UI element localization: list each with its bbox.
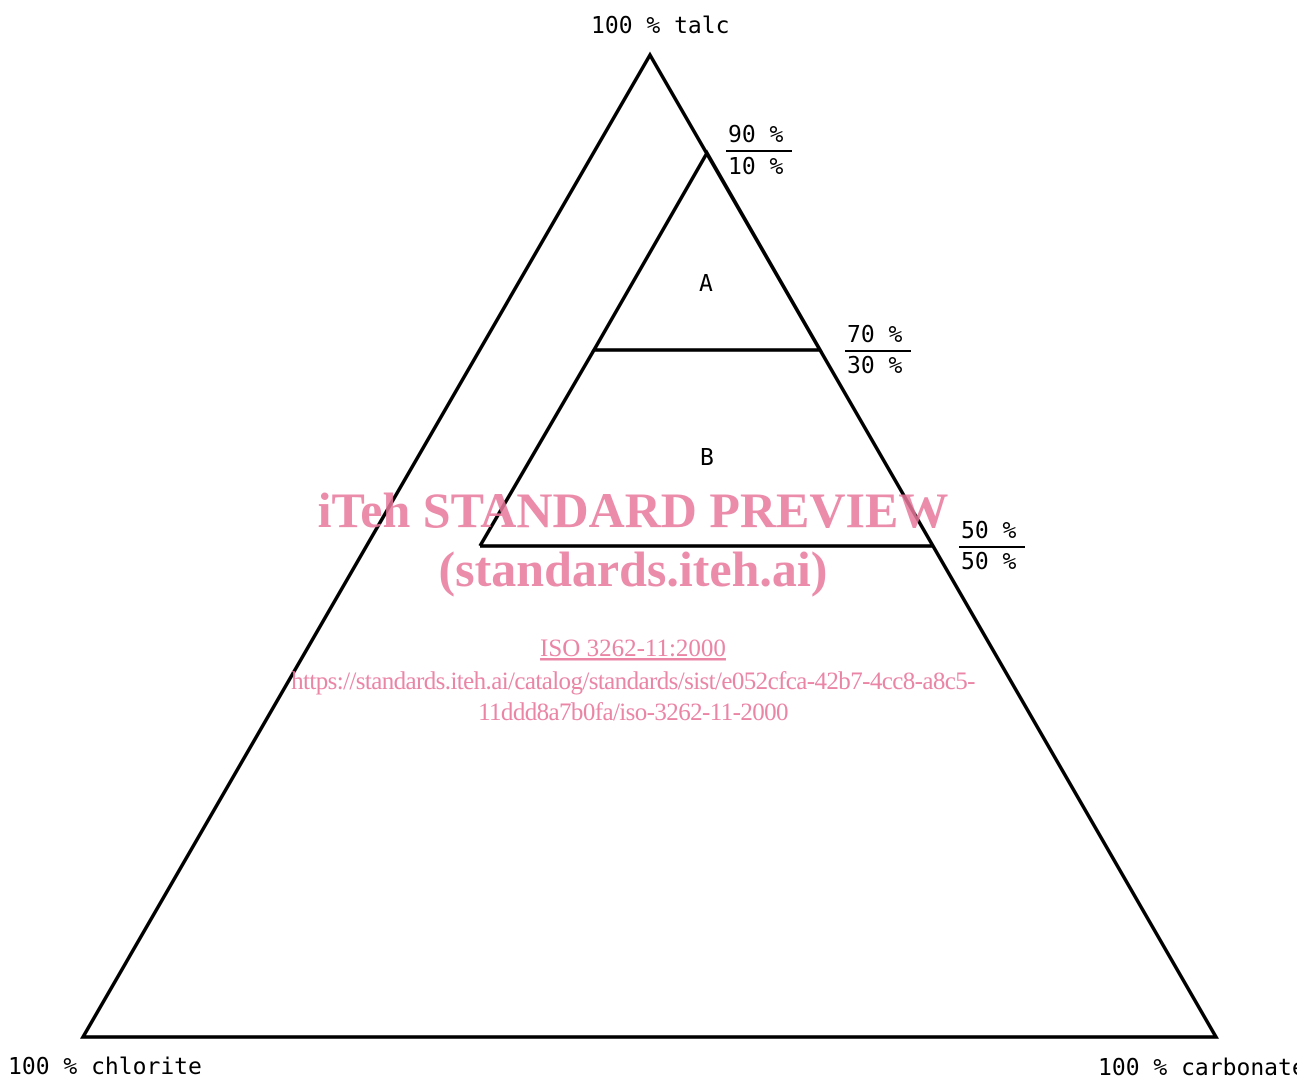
vertex-label-chlorite: 100 % chlorite bbox=[8, 1054, 202, 1078]
watermark-url-line2: 11ddd8a7b0fa/iso-3262-11-2000 bbox=[478, 699, 788, 726]
ratio-label-50-50: 50 % 50 % bbox=[959, 518, 1025, 575]
watermark: iTeh STANDARD PREVIEW (standards.iteh.ai… bbox=[291, 482, 976, 726]
region-a-triangle bbox=[590, 149, 824, 352]
ratio-upper: 50 % bbox=[961, 518, 1017, 544]
watermark-url-line1: https://standards.iteh.ai/catalog/standa… bbox=[291, 668, 975, 695]
region-label-a: A bbox=[699, 271, 713, 297]
ratio-lower: 50 % bbox=[961, 549, 1017, 575]
watermark-standard-link[interactable]: ISO 3262-11:2000 bbox=[540, 635, 726, 662]
ratio-lower: 10 % bbox=[728, 154, 784, 180]
ratio-lower: 30 % bbox=[847, 353, 903, 379]
region-label-b: B bbox=[700, 445, 714, 471]
ratio-upper: 70 % bbox=[847, 322, 903, 348]
ratio-label-70-30: 70 % 30 % bbox=[845, 322, 911, 379]
watermark-title: iTeh STANDARD PREVIEW bbox=[318, 482, 949, 538]
ratio-upper: 90 % bbox=[728, 122, 784, 148]
vertex-label-carbonate: 100 % carbonate bbox=[1098, 1055, 1297, 1078]
vertex-label-talc: 100 % talc bbox=[591, 13, 729, 39]
region-b-left-edge bbox=[478, 349, 596, 547]
watermark-subtitle: (standards.iteh.ai) bbox=[439, 541, 828, 597]
ratio-label-90-10: 90 % 10 % bbox=[726, 122, 792, 180]
